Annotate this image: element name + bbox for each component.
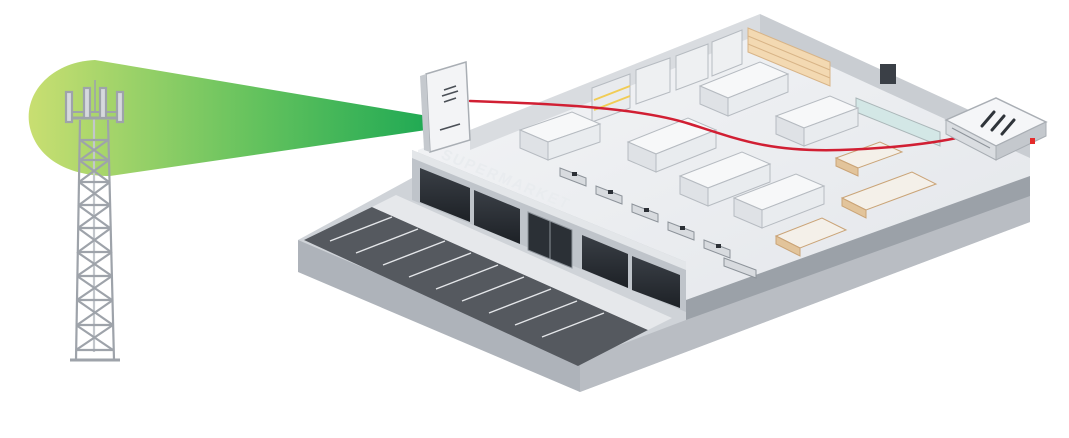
signal-beam: [28, 60, 441, 176]
network-cable: [468, 99, 968, 152]
parking-lines: [329, 216, 605, 338]
network-router-icon: [944, 97, 1048, 161]
storefront-windows: [420, 168, 680, 308]
cell-tower-icon: [64, 80, 125, 362]
router-status-led: [1030, 138, 1035, 144]
indoor-antenna-icon: [420, 61, 471, 153]
store-fixtures: [518, 27, 941, 279]
parking-lot: [304, 207, 648, 366]
